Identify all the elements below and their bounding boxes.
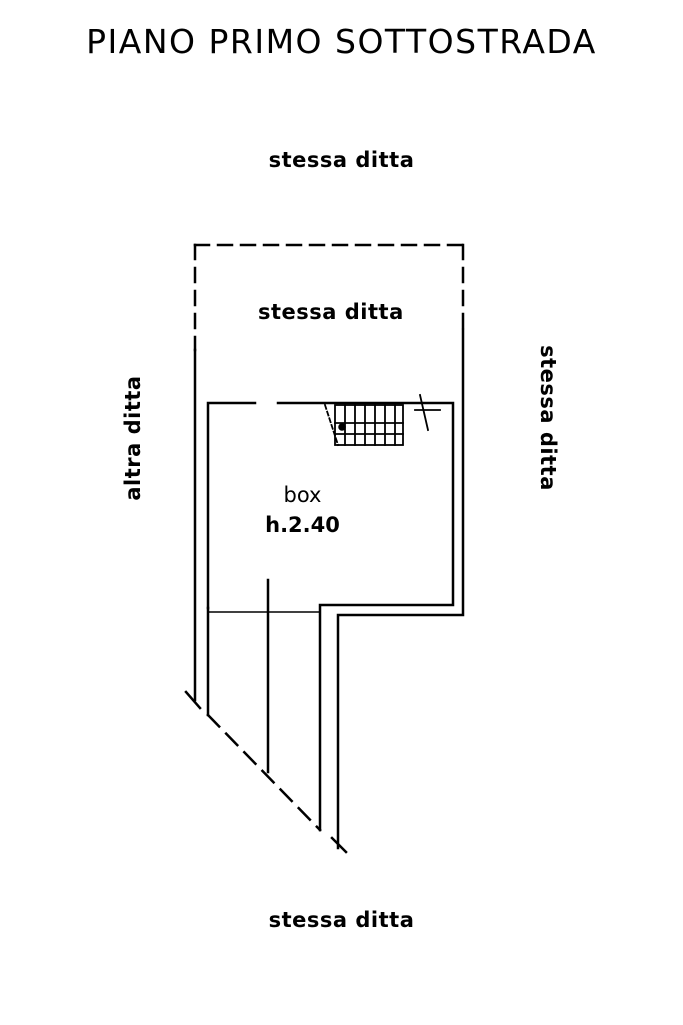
room-height: h.2.40 bbox=[265, 513, 340, 537]
room-name: box bbox=[283, 483, 322, 507]
label-bottom-neighbor: stessa ditta bbox=[268, 908, 415, 932]
diagonal-end-right bbox=[330, 836, 348, 854]
label-top-neighbor: stessa ditta bbox=[268, 148, 415, 172]
label-inner-area: stessa ditta bbox=[258, 300, 404, 324]
outer-right-wall bbox=[336, 328, 465, 850]
box-wall bbox=[206, 401, 257, 610]
room-label: box h.2.40 bbox=[240, 480, 365, 540]
stair-marker bbox=[338, 423, 346, 431]
box-wall-top-right bbox=[276, 401, 455, 832]
diagonal-end-left bbox=[184, 690, 202, 710]
plan-title: PIANO PRIMO SOTTOSTRADA bbox=[86, 22, 597, 61]
diagonal-dashed bbox=[206, 713, 322, 832]
stair bbox=[323, 393, 441, 447]
